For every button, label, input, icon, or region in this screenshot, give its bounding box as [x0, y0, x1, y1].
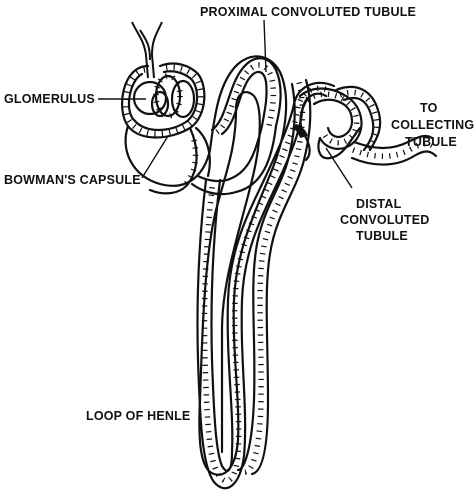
leader-bowman — [141, 135, 169, 179]
label-distal: DISTAL — [356, 197, 402, 211]
label-loop-of-henle: LOOP OF HENLE — [86, 409, 190, 423]
leader-lines — [98, 19, 353, 189]
leader-distal — [325, 147, 353, 189]
label-to: TO — [420, 101, 438, 115]
glomerulus-tuft — [132, 73, 196, 119]
label-tubule-collecting: TUBULE — [405, 135, 457, 149]
renal-tubule — [124, 55, 438, 490]
label-convoluted: CONVOLUTED — [340, 213, 430, 227]
label-tubule-distal: TUBULE — [356, 229, 408, 243]
label-collecting: COLLECTING — [391, 118, 474, 132]
glomerular-vessels — [131, 21, 163, 79]
label-glomerulus: GLOMERULUS — [4, 92, 95, 106]
label-proximal-convoluted-tubule: PROXIMAL CONVOLUTED TUBULE — [200, 5, 416, 19]
leader-proximal — [263, 19, 267, 73]
label-bowmans-capsule: BOWMAN'S CAPSULE — [4, 173, 141, 187]
